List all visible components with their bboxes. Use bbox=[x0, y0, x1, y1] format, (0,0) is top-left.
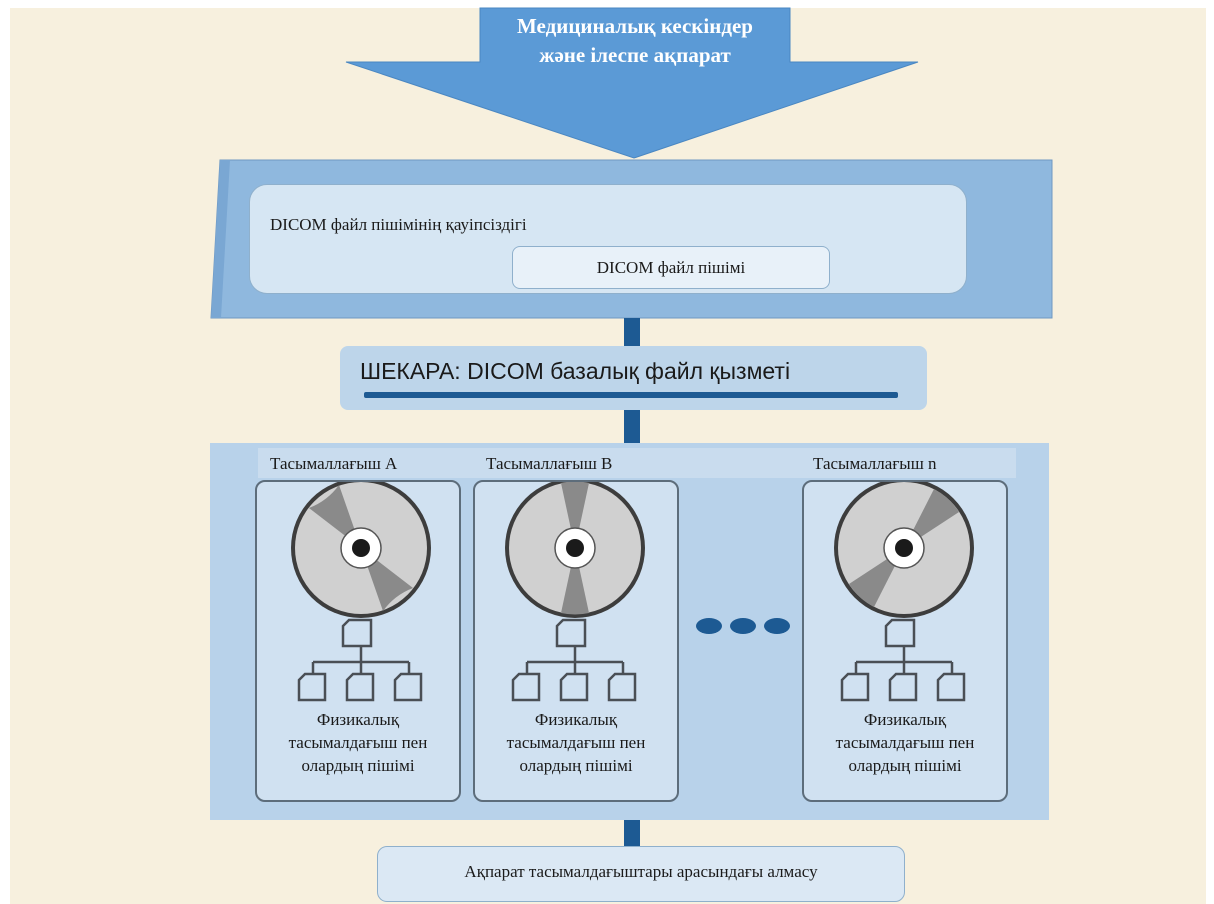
media-n-title: Тасымаллағыш n bbox=[813, 454, 937, 473]
boundary-box bbox=[340, 346, 927, 410]
media-b-title: Тасымаллағыш B bbox=[486, 454, 613, 473]
caption-line: олардың пішімі bbox=[848, 756, 962, 775]
connector-top bbox=[624, 318, 640, 348]
input-arrow-line1: Медициналық кескіндер bbox=[517, 14, 753, 38]
media-a-caption: Физикалық тасымалдағыш пен олардың пішім… bbox=[257, 708, 459, 777]
file-format-box: DICOM файл пішімі bbox=[512, 246, 830, 289]
caption-line: Физикалық bbox=[534, 710, 618, 729]
caption-line: тасымалдағыш пен bbox=[288, 733, 428, 752]
caption-line: олардың пішімі bbox=[301, 756, 415, 775]
exchange-box: Ақпарат тасымалдағыштары арасындағы алма… bbox=[377, 846, 905, 902]
media-a-graphic bbox=[291, 482, 431, 702]
media-n-caption: Физикалық тасымалдағыш пен олардың пішім… bbox=[804, 708, 1006, 777]
file-tree-icon bbox=[511, 618, 637, 702]
file-tree-icon bbox=[297, 618, 423, 702]
input-arrow bbox=[345, 7, 919, 159]
caption-line: олардың пішімі bbox=[519, 756, 633, 775]
file-tree-icon bbox=[840, 618, 966, 702]
input-arrow-label: Медициналық кескіндер және ілеспе ақпара… bbox=[470, 12, 800, 70]
ellipsis-dot bbox=[696, 618, 722, 634]
disc-icon bbox=[291, 482, 431, 618]
media-n-graphic bbox=[834, 482, 974, 702]
boundary-label: ШЕКАРА: DICOM базалық файл қызметі bbox=[360, 358, 791, 384]
media-header-strip bbox=[258, 448, 1016, 478]
input-arrow-line2: және ілеспе ақпарат bbox=[539, 43, 731, 67]
boundary-underline bbox=[364, 392, 898, 398]
media-b-caption: Физикалық тасымалдағыш пен олардың пішім… bbox=[475, 708, 677, 777]
media-card-b: Физикалық тасымалдағыш пен олардың пішім… bbox=[473, 480, 679, 802]
disc-icon bbox=[834, 482, 974, 618]
caption-line: Физикалық bbox=[863, 710, 947, 729]
caption-line: Физикалық bbox=[316, 710, 400, 729]
ellipsis-dot bbox=[764, 618, 790, 634]
media-a-title: Тасымаллағыш A bbox=[270, 454, 398, 473]
media-card-a: Физикалық тасымалдағыш пен олардың пішім… bbox=[255, 480, 461, 802]
ellipsis-dot bbox=[730, 618, 756, 634]
media-card-n: Физикалық тасымалдағыш пен олардың пішім… bbox=[802, 480, 1008, 802]
media-b-graphic bbox=[505, 482, 645, 702]
security-label: DICOM файл пішімінің қауіпсіздігі bbox=[270, 215, 527, 234]
caption-line: тасымалдағыш пен bbox=[506, 733, 646, 752]
caption-line: тасымалдағыш пен bbox=[835, 733, 975, 752]
disc-icon bbox=[505, 482, 645, 618]
connector-bottom bbox=[624, 820, 640, 848]
connector-middle bbox=[624, 410, 640, 444]
